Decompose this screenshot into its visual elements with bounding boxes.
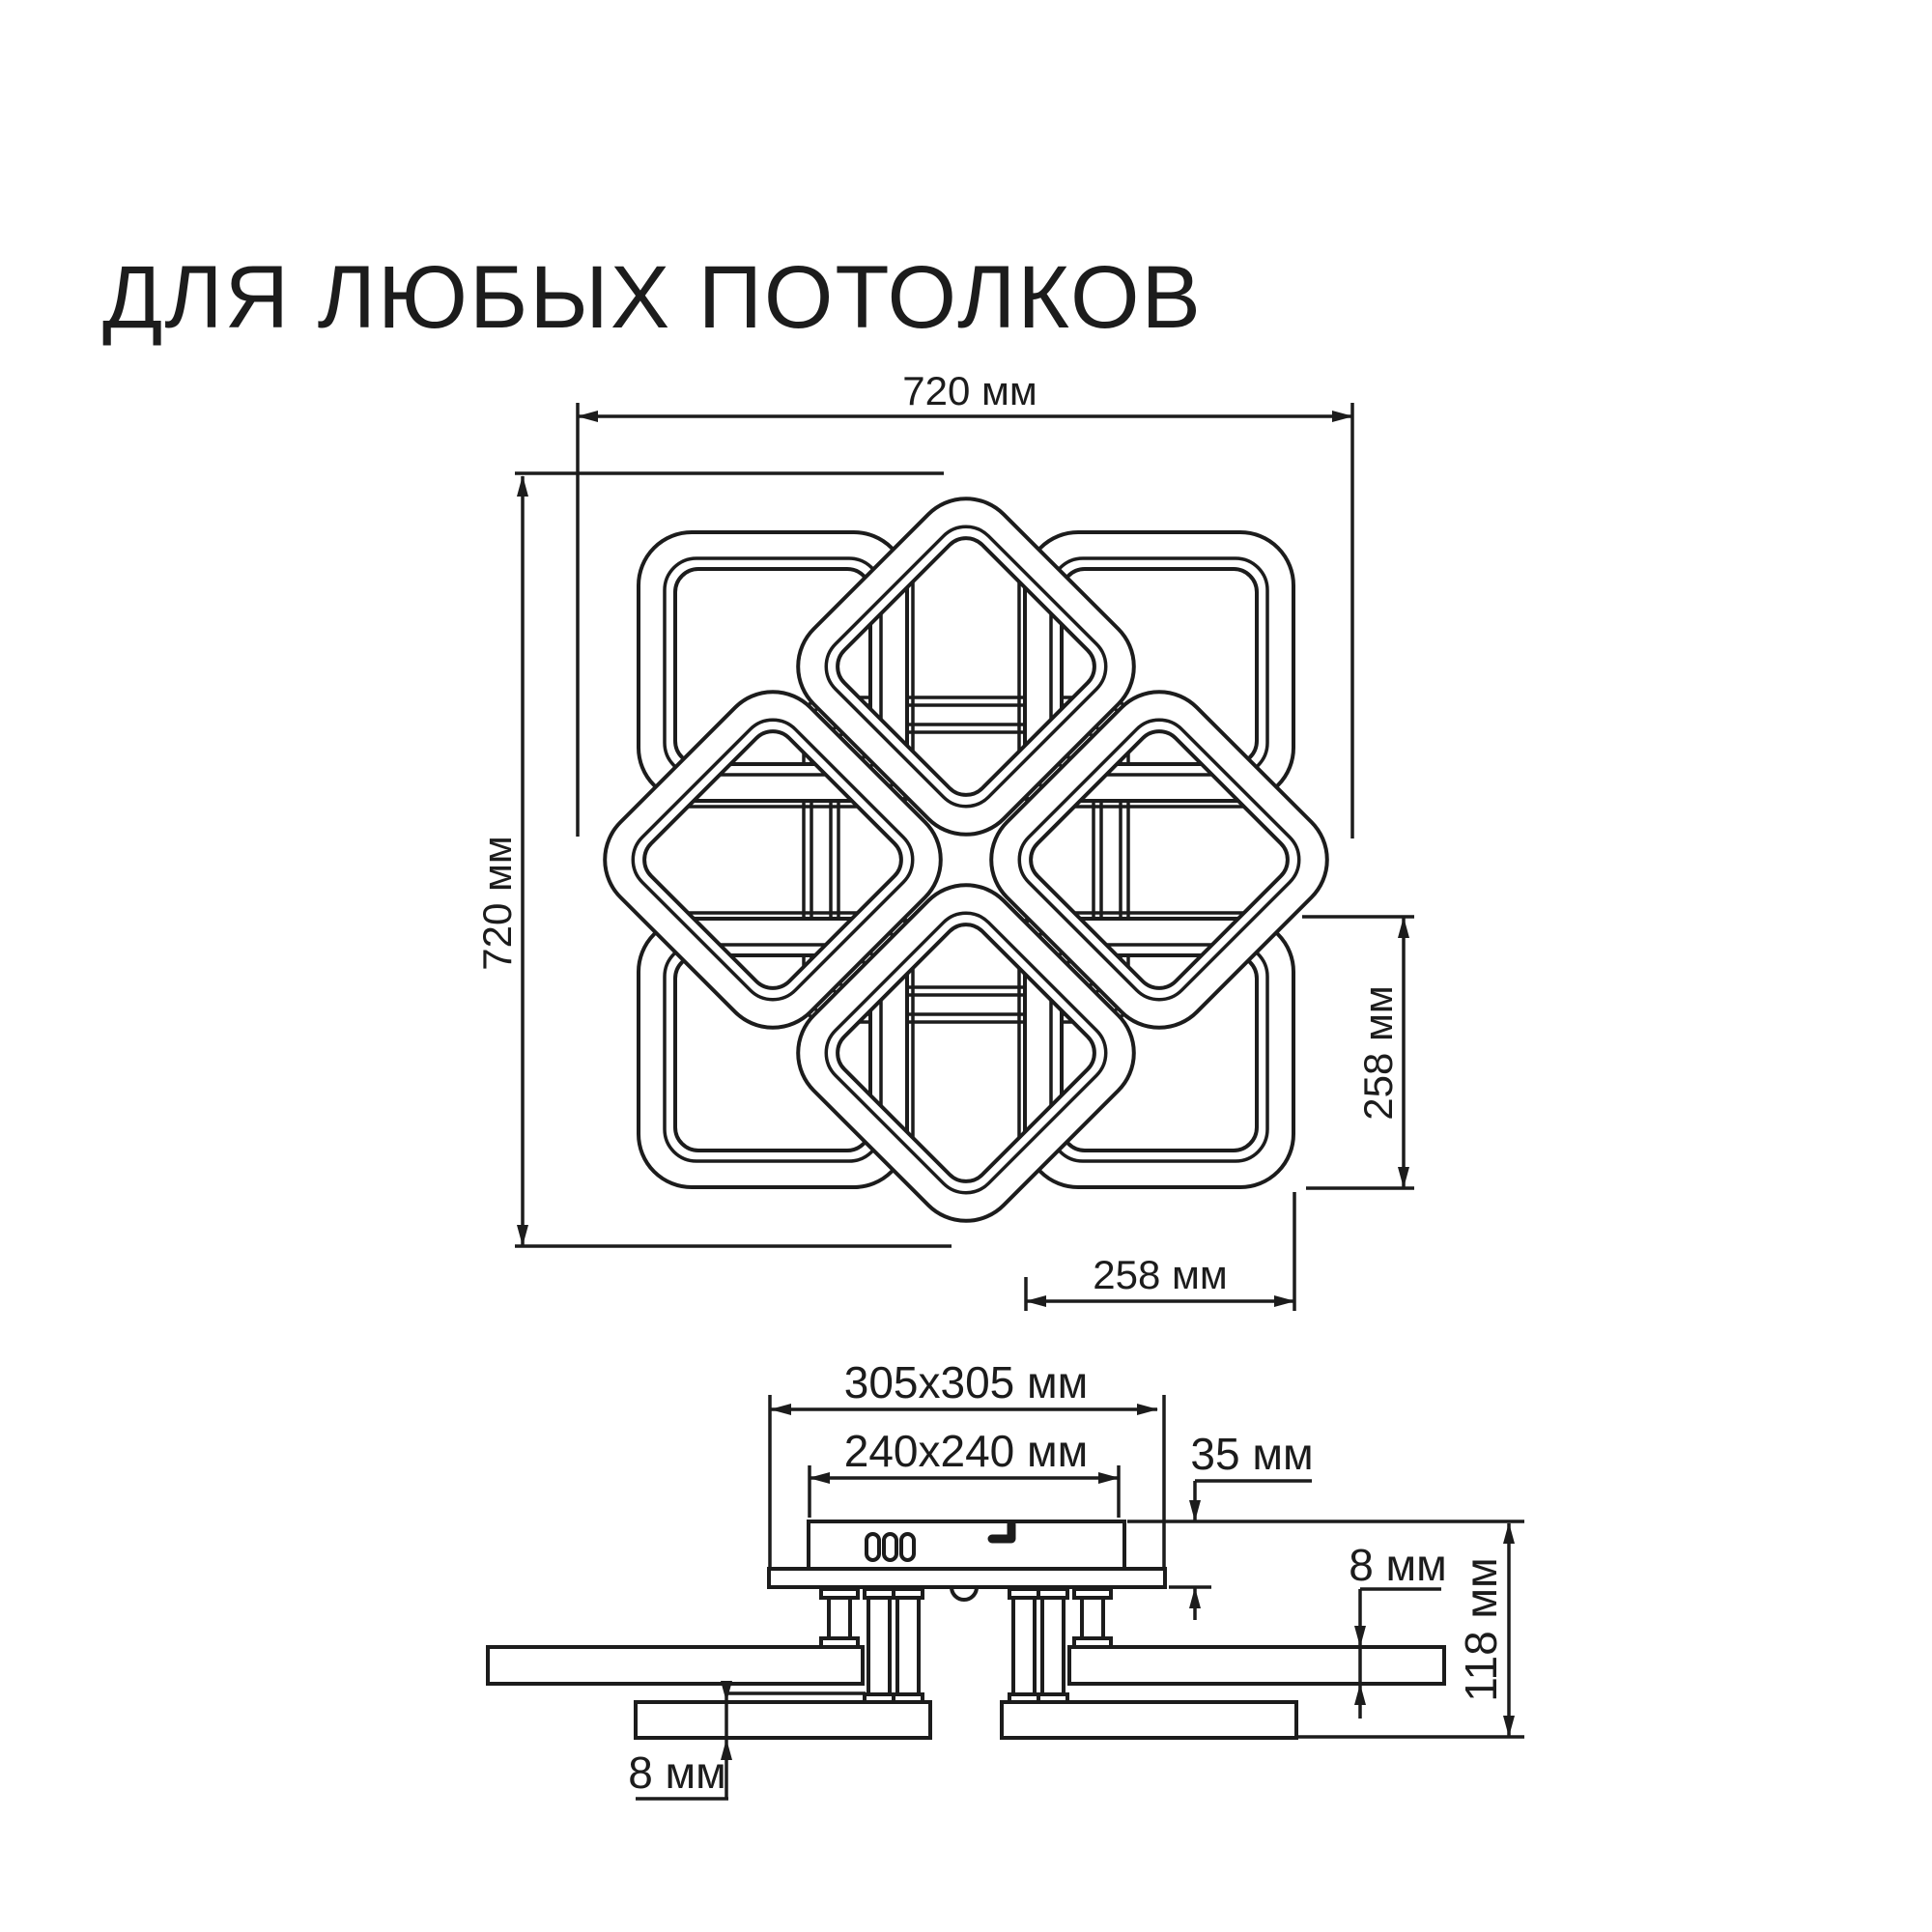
upper-right-arm (1067, 1645, 1446, 1686)
ring-square-top-right (1023, 530, 1295, 803)
dim-label-ring-width: 258 мм (1093, 1252, 1228, 1297)
dim-label-base: 240x240 мм (844, 1426, 1089, 1476)
led-rings (603, 497, 1329, 1223)
post (863, 1587, 895, 1704)
lower-left-arm (634, 1700, 932, 1740)
cable-gland (949, 1585, 980, 1602)
dimension-canopy: 305x305 мм (768, 1357, 1166, 1567)
hook-icon (987, 1520, 1016, 1544)
page-title: ДЛЯ ЛЮБЫХ ПОТОЛКОВ (102, 248, 1203, 347)
dimension-base: 240x240 мм (808, 1426, 1121, 1518)
lower-right-arm (1000, 1700, 1298, 1740)
dim-label-height: 720 мм (474, 836, 520, 971)
dimension-ring-height: 258 мм (1302, 915, 1414, 1190)
ring-diamond-top (796, 497, 1136, 837)
dim-label-upper-ring: 8 мм (1349, 1540, 1447, 1590)
dimension-left-height: 720 мм (474, 471, 952, 1248)
upper-left-arm (486, 1645, 865, 1686)
dimension-ring-width: 258 мм (1024, 1192, 1296, 1311)
dim-label-ring-height: 258 мм (1355, 985, 1401, 1121)
dim-label-width: 720 мм (902, 368, 1037, 413)
driver-box (807, 1520, 1126, 1571)
post (819, 1587, 860, 1649)
ring-diamond-bottom (796, 883, 1136, 1223)
canopy-plate (767, 1567, 1167, 1589)
side-view: 305x305 мм 240x240 мм 35 мм (486, 1357, 1524, 1801)
dim-label-lower-ring: 8 мм (628, 1747, 726, 1798)
dimension-base-height: 35 мм (1169, 1429, 1314, 1620)
mounting-arms (659, 553, 1273, 1167)
support-posts (819, 1587, 1113, 1704)
ring-diamond-right (989, 690, 1329, 1030)
vent-slots-icon (865, 1532, 916, 1562)
post (1008, 1587, 1040, 1704)
ring-square-bottom-left (637, 917, 909, 1189)
dim-label-base-height: 35 мм (1190, 1429, 1313, 1479)
dimension-upper-ring-thickness: 8 мм (1349, 1540, 1447, 1719)
dim-label-total-height: 118 мм (1456, 1557, 1506, 1701)
dimension-total-height: 118 мм (1127, 1520, 1524, 1739)
dimension-lower-ring-thickness: 8 мм (628, 1681, 866, 1801)
ceiling-plate (802, 696, 1130, 1024)
top-view: 720 мм 720 мм 258 мм 258 мм (474, 368, 1414, 1311)
ring-diamond-left (603, 690, 943, 1030)
post (892, 1587, 924, 1704)
dimension-top-width: 720 мм (576, 368, 1354, 838)
dim-label-canopy: 305x305 мм (844, 1357, 1089, 1407)
post (1037, 1587, 1069, 1704)
ring-square-top-left (637, 530, 909, 803)
post (1072, 1587, 1113, 1649)
ring-square-bottom-right (1023, 917, 1295, 1189)
